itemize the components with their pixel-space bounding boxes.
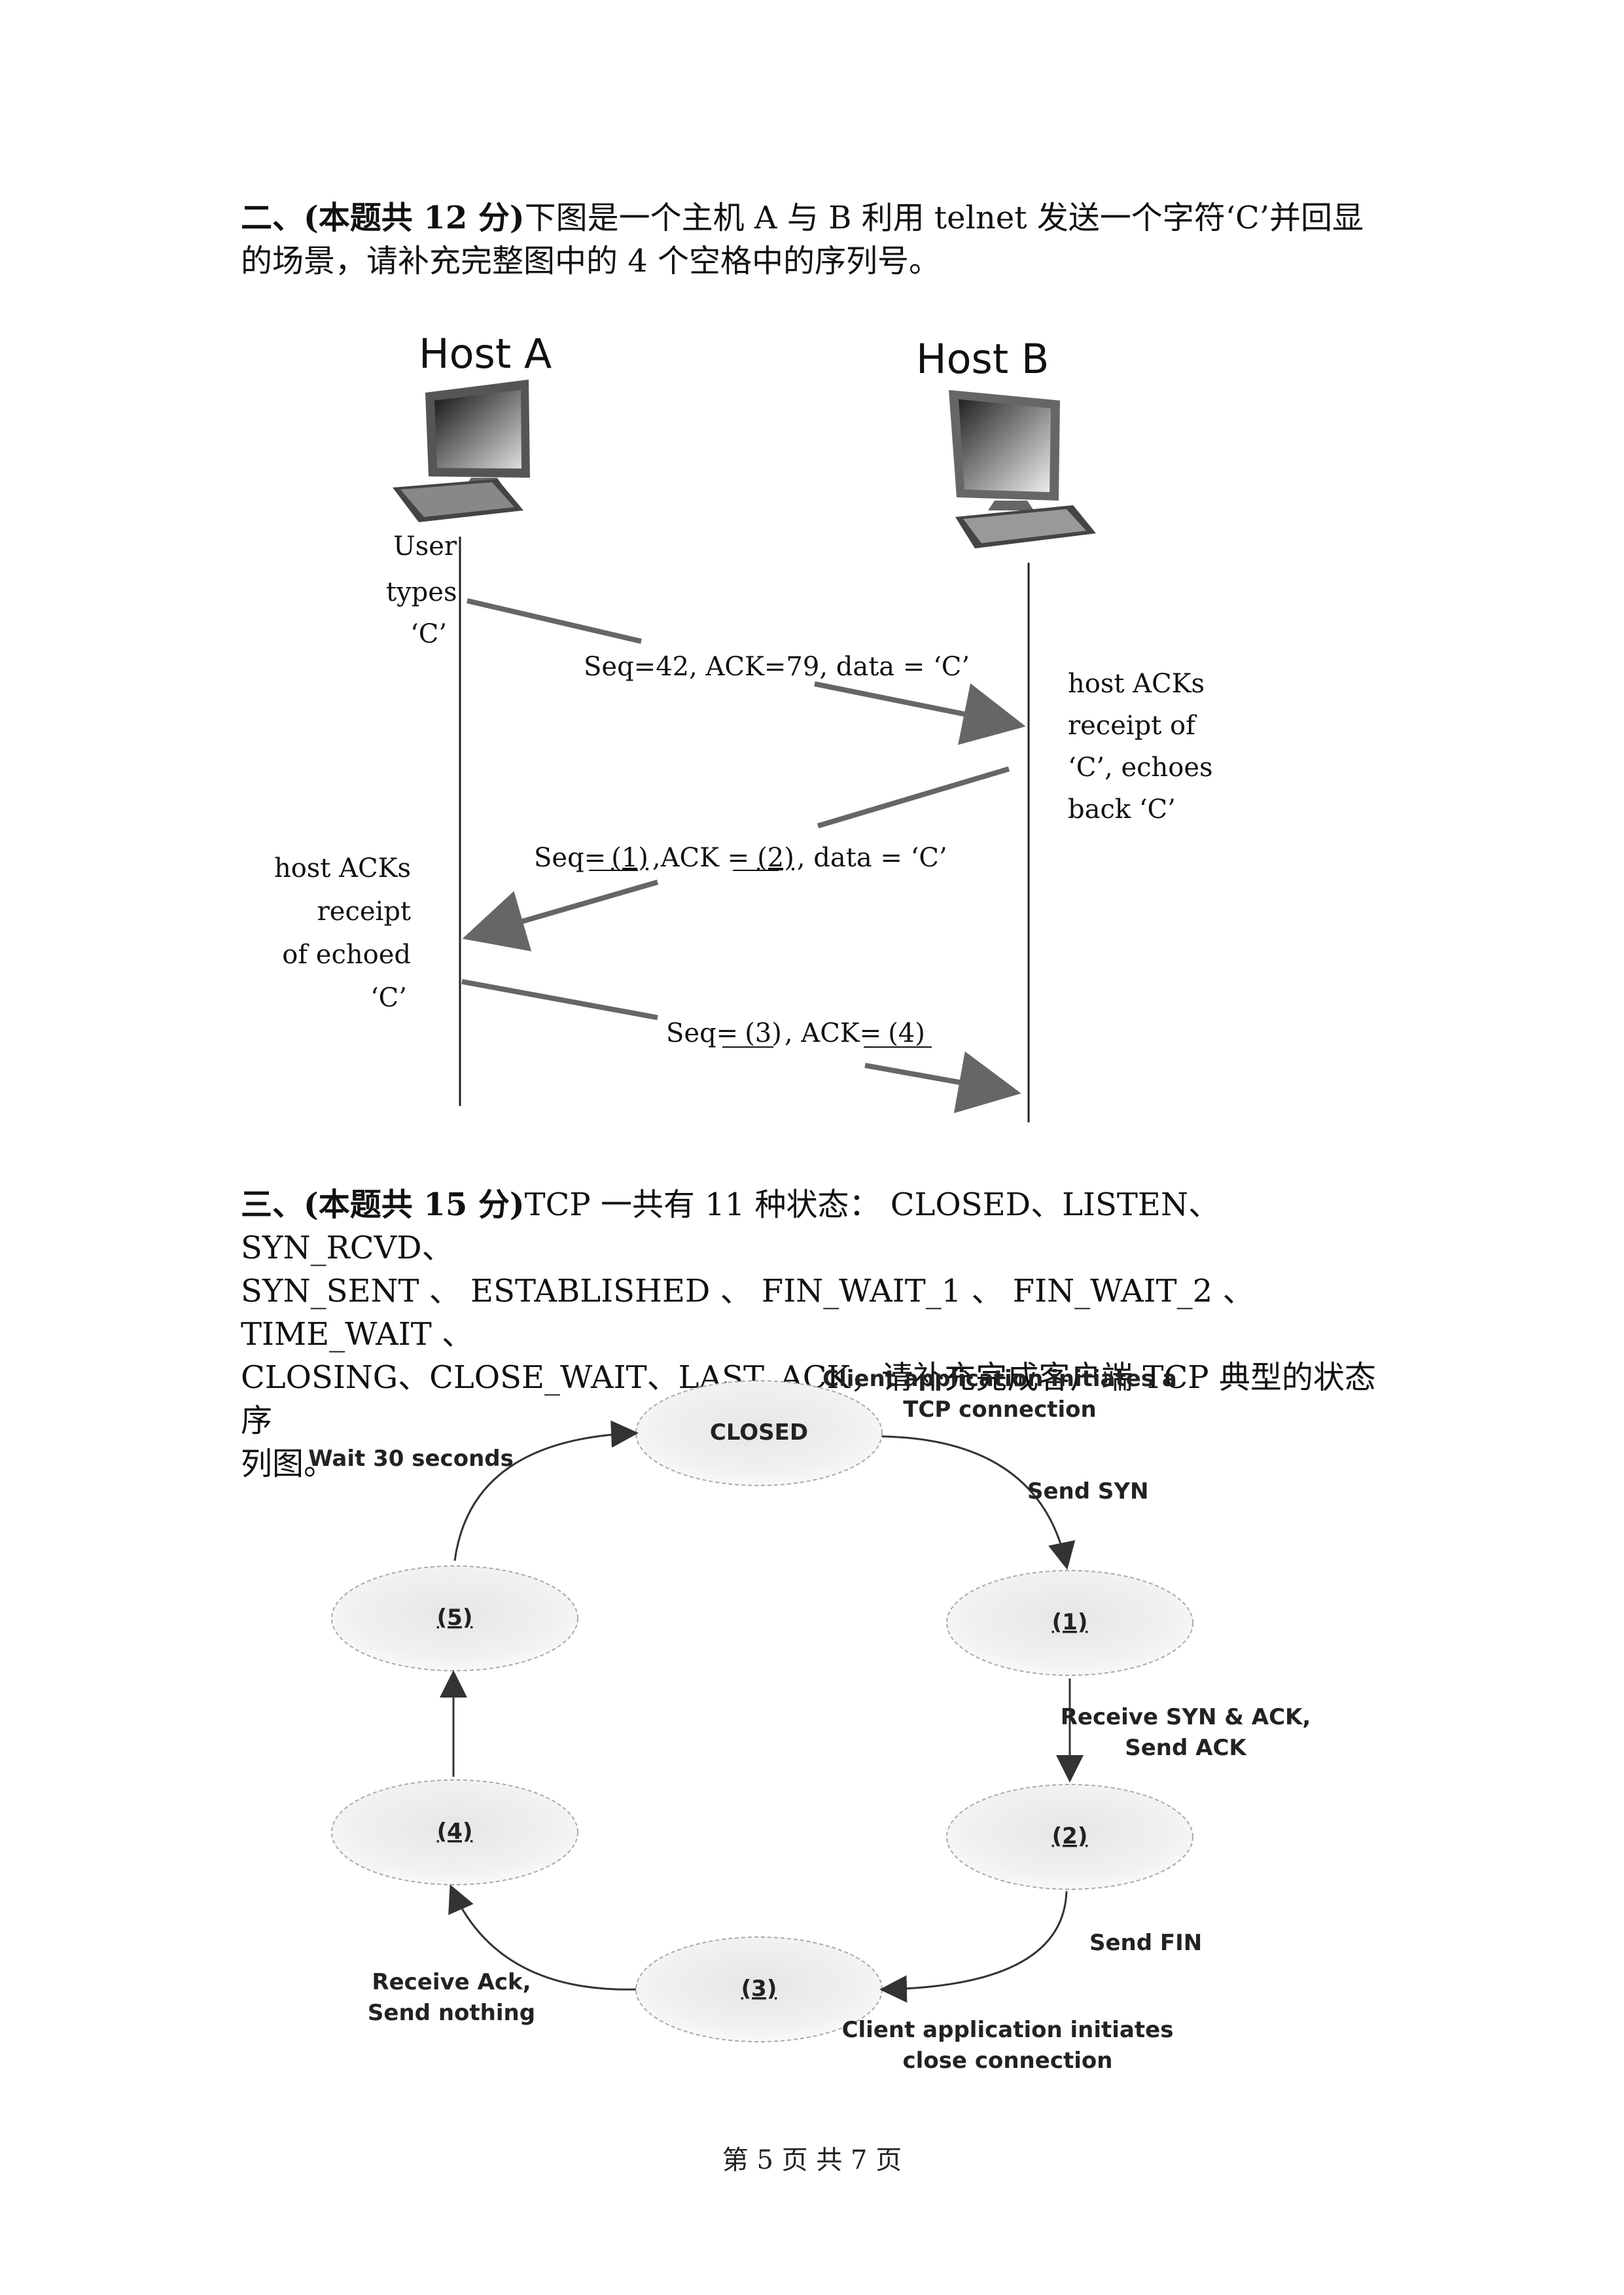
question3-line4: 列图。 — [241, 1446, 336, 1482]
label-send-fin: Send FIN — [1089, 1930, 1202, 1956]
message-2-label: Seq=(1),ACK = (2), data = ‘C’ — [534, 843, 947, 873]
message-3-ack-prefix: , ACK= — [785, 1018, 881, 1048]
state-closed: CLOSED — [635, 1380, 883, 1486]
host-a-note-line4: ‘C’ — [370, 983, 407, 1013]
transition-closed-to-1 — [881, 1435, 1076, 1570]
blank-2: (2) — [757, 843, 794, 873]
host-b-computer-icon — [949, 390, 1096, 548]
host-b-note-line4: back ‘C’ — [1068, 794, 1176, 825]
host-b-label: Host B — [916, 335, 1049, 383]
user-types-line3: ‘C’ — [410, 619, 447, 649]
question3-heading: 三、(本题共 15 分) — [241, 1186, 525, 1223]
label-initiate-connection-1: Client application initiates a — [822, 1366, 1177, 1392]
host-a-note-line1: host ACKs — [274, 853, 411, 883]
state-blank-4: (4) — [331, 1779, 578, 1885]
blank-3: (3) — [745, 1018, 782, 1048]
state-blank-1: (1) — [946, 1570, 1193, 1676]
transition-5-to-closed — [453, 1420, 639, 1561]
message-3-label: Seq=(3), ACK=(4) — [666, 1018, 925, 1048]
message-2-arrow — [462, 766, 1010, 952]
host-a-computer-icon — [393, 380, 530, 522]
question2-line1: 下图是一个主机 A 与 B 利用 telnet 发送一个字符‘C’并回显 — [524, 200, 1364, 236]
host-b-note-line3: ‘C’, echoes — [1068, 753, 1213, 783]
page-footer: 第 5 页 共 7 页 — [722, 2145, 902, 2175]
question3-line2: SYN_SENT 、 ESTABLISHED 、 FIN_WAIT_1 、 FI… — [241, 1273, 1254, 1353]
telnet-sequence-diagram: Host A Host B User types ‘C’ Seq=42, ACK… — [274, 330, 1213, 1122]
state-blank-5-label: (5) — [437, 1605, 473, 1631]
message-2-suffix: , data = ‘C’ — [797, 843, 947, 873]
label-initiate-connection-2: TCP connection — [903, 1397, 1097, 1423]
blank-1: (1) — [611, 843, 648, 873]
state-blank-4-label: (4) — [437, 1819, 473, 1845]
label-close-connection-2: close connection — [903, 2048, 1113, 2074]
label-receive-ack-2: Send nothing — [368, 2000, 535, 2026]
label-wait-30-seconds: Wait 30 seconds — [308, 1446, 514, 1472]
state-blank-2-label: (2) — [1052, 1823, 1088, 1849]
host-b-note-line1: host ACKs — [1068, 669, 1205, 699]
transition-2-to-3 — [879, 1891, 1068, 2003]
host-a-label: Host A — [419, 330, 552, 378]
question3-line1: TCP 一共有 11 种状态： CLOSED、LISTEN、SYN_RCVD、 — [241, 1186, 1220, 1266]
question2-heading: 二、(本题共 12 分) — [241, 200, 525, 236]
state-blank-3: (3) — [635, 1936, 883, 2042]
message-3-arrow — [461, 979, 1021, 1114]
host-a-note-line2: receipt — [317, 897, 411, 927]
state-blank-3-label: (3) — [741, 1976, 777, 2002]
state-blank-5: (5) — [331, 1565, 578, 1671]
label-receive-ack-1: Receive Ack, — [372, 1969, 531, 1995]
host-a-note-line3: of echoed — [282, 940, 411, 970]
question2-line2: 的场景，请补充完整图中的 4 个空格中的序列号。 — [241, 243, 941, 279]
state-blank-2: (2) — [946, 1784, 1193, 1890]
blank-4: (4) — [888, 1018, 925, 1048]
label-receive-synack-1: Receive SYN & ACK, — [1061, 1704, 1311, 1730]
state-closed-label: CLOSED — [710, 1419, 808, 1446]
user-types-line2: types — [386, 577, 457, 607]
message-1-label: Seq=42, ACK=79, data = ‘C’ — [584, 652, 970, 682]
label-close-connection-1: Client application initiates — [842, 2017, 1174, 2043]
label-send-syn: Send SYN — [1027, 1478, 1149, 1504]
question2-text: 二、(本题共 12 分)下图是一个主机 A 与 B 利用 telnet 发送一个… — [241, 196, 1392, 283]
host-b-note-line2: receipt of — [1068, 711, 1197, 741]
message-2-seq-prefix: Seq= — [534, 843, 606, 873]
message-1-arrow — [467, 598, 1026, 745]
state-blank-1-label: (1) — [1052, 1609, 1088, 1635]
label-receive-synack-2: Send ACK — [1125, 1735, 1247, 1761]
message-2-ack-prefix: ,ACK = — [652, 843, 749, 873]
user-types-line1: User — [393, 531, 457, 561]
message-3-seq-prefix: Seq= — [666, 1018, 738, 1048]
transition-3-to-4 — [448, 1884, 637, 1991]
